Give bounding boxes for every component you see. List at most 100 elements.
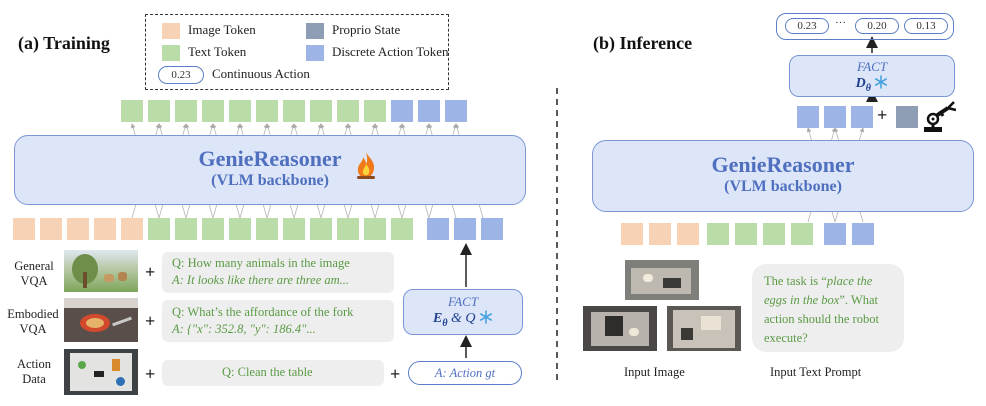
image-token [621, 223, 643, 245]
output-action-value: 0.23 [785, 18, 829, 34]
image-token [677, 223, 699, 245]
text-token [256, 100, 278, 122]
text-token [337, 218, 359, 240]
text-token [283, 218, 305, 240]
text-token [148, 218, 170, 240]
text-token [391, 218, 413, 240]
action-token [852, 223, 874, 245]
image-token [121, 218, 143, 240]
fact-title: FACT [856, 59, 888, 74]
legend-proprio-swatch [306, 23, 324, 39]
fire-icon [357, 152, 375, 179]
input-image-left [583, 306, 657, 351]
action-gt-pill: A: Action gt [408, 361, 522, 385]
plus-sign: + [877, 105, 888, 125]
text-token [310, 100, 332, 122]
image-token [649, 223, 671, 245]
text-token [283, 100, 305, 122]
general-vqa-text-box: Q: How many animals in the image A: It l… [162, 252, 394, 293]
legend-continuous-pill: 0.23 [158, 66, 204, 84]
general-vqa-image [64, 250, 138, 292]
text-token [175, 100, 197, 122]
action-token [427, 218, 449, 240]
legend-continuous-label: Continuous Action [212, 66, 310, 81]
embodied-vqa-label: Embodied VQA [7, 307, 59, 336]
action-data-image [64, 349, 138, 395]
plus-sign: + [145, 262, 156, 282]
action-token [797, 106, 819, 128]
text-token [175, 218, 197, 240]
embodied-vqa-answer: A: {"x": 352.8, "y": 186.4"... [172, 322, 316, 336]
image-token [40, 218, 62, 240]
action-data-label: Action Data [16, 357, 52, 386]
fact-decoder-label: Dθ [790, 75, 954, 94]
plus-sign: + [145, 311, 156, 331]
input-text-caption: Input Text Prompt [770, 365, 862, 379]
text-token [202, 218, 224, 240]
fact-title: FACT [447, 294, 479, 309]
fact-decoder-box: FACT Dθ [789, 55, 955, 97]
input-image-caption: Input Image [624, 365, 685, 379]
text-token [310, 218, 332, 240]
embodied-vqa-text-box: Q: What’s the affordance of the fork A: … [162, 300, 394, 342]
text-token [337, 100, 359, 122]
legend-text-swatch [162, 45, 180, 61]
input-image-top [625, 260, 699, 300]
input-text-prompt: The task is “place the eggs in the box”.… [752, 264, 904, 352]
output-ellipsis: ··· [835, 17, 846, 29]
legend: Image Token Text Token 0.23 Continuous A… [145, 14, 449, 90]
embodied-vqa-question: Q: What’s the affordance of the fork [172, 305, 354, 319]
text-token [364, 218, 386, 240]
inference-backbone: GenieReasoner (VLM backbone) [592, 140, 974, 212]
legend-action-label: Discrete Action Token [332, 44, 449, 59]
backbone-name: GenieReasoner [198, 146, 342, 171]
image-token [67, 218, 89, 240]
text-token [707, 223, 729, 245]
output-action-value: 0.20 [855, 18, 899, 34]
input-image-right [667, 306, 741, 351]
general-vqa-question: Q: How many animals in the image [172, 256, 350, 270]
backbone-name: GenieReasoner [711, 152, 855, 177]
text-token [763, 223, 785, 245]
text-token [791, 223, 813, 245]
action-token [445, 100, 467, 122]
fact-encoder-box: FACT Eθ & Q [403, 289, 523, 335]
legend-action-swatch [306, 45, 324, 61]
action-token [391, 100, 413, 122]
proprio-token [896, 106, 918, 128]
backbone-subtitle: (VLM backbone) [724, 178, 842, 195]
action-token [454, 218, 476, 240]
text-token [202, 100, 224, 122]
plus-sign: + [145, 364, 156, 384]
action-data-text-box: Q: Clean the table [162, 360, 384, 386]
general-vqa-label: General VQA [14, 259, 54, 288]
output-action-value: 0.13 [904, 18, 948, 34]
text-token [364, 100, 386, 122]
general-vqa-answer: A: It looks like there are three am... [172, 273, 350, 287]
action-token [824, 106, 846, 128]
action-token [851, 106, 873, 128]
text-token [229, 218, 251, 240]
action-token [824, 223, 846, 245]
embodied-vqa-image [64, 298, 138, 342]
robot-arm-icon [924, 101, 957, 132]
backbone-subtitle: (VLM backbone) [211, 172, 329, 189]
text-token [229, 100, 251, 122]
inference-title: (b) Inference [593, 33, 693, 53]
action-data-instruction: Q: Clean the table [222, 365, 313, 379]
output-actions-container: 0.23 ··· 0.20 0.13 [776, 13, 954, 40]
action-token [418, 100, 440, 122]
snowflake-icon [875, 75, 888, 89]
text-token [121, 100, 143, 122]
legend-image-swatch [162, 23, 180, 39]
plus-sign: + [390, 364, 401, 384]
fact-encoder-label: Eθ & Q [404, 310, 522, 329]
action-token [481, 218, 503, 240]
training-backbone: GenieReasoner (VLM backbone) [14, 135, 526, 205]
image-token [94, 218, 116, 240]
text-token [256, 218, 278, 240]
text-token [148, 100, 170, 122]
image-token [13, 218, 35, 240]
legend-image-label: Image Token [188, 22, 256, 37]
snowflake-icon [480, 310, 493, 324]
